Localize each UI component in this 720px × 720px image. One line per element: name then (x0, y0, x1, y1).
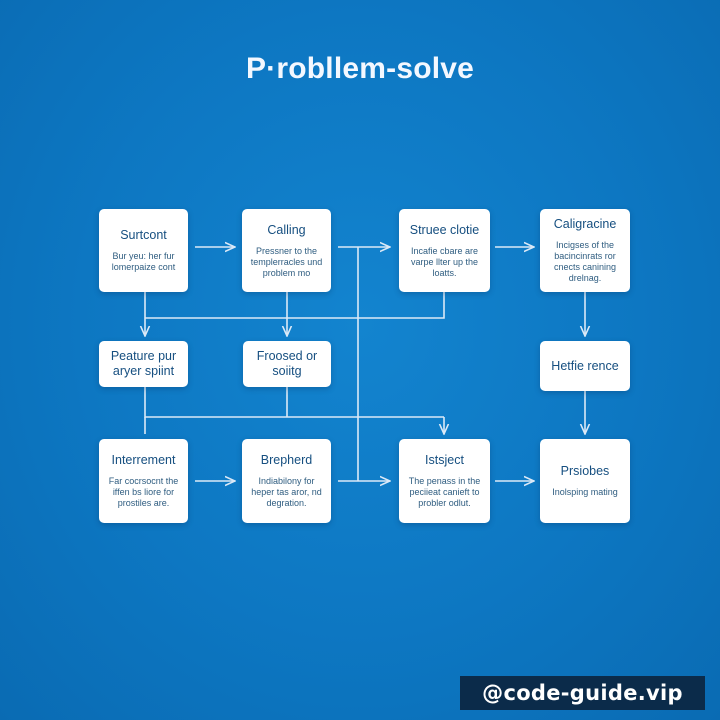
node-brepherd-heading: Brepherd (260, 453, 313, 467)
node-prsiobes-description: Inolsping mating (552, 487, 618, 497)
node-hetfie-rence: Hetfie rence (540, 341, 630, 391)
node-calling-heading: Calling (267, 222, 306, 237)
connector-row1-branch (145, 292, 445, 319)
node-caligracine-heading: Caligracine (553, 217, 617, 231)
node-interrement-heading: Interrement (111, 453, 176, 467)
diagram-title: P·robllem-solve (245, 52, 475, 85)
node-struee-clotie-heading: Struee clotie (409, 222, 480, 237)
node-prsiobes-heading: Prsiobes (560, 464, 610, 478)
node-hetfie-rence-heading: Hetfie rence (551, 358, 619, 373)
node-istsject-heading: Istsject (425, 453, 464, 467)
connector-row2-branch (144, 387, 444, 418)
watermark-label: @code-guide.vip (460, 676, 705, 710)
node-prsiobes: Prsiobes Inolsping mating (540, 439, 630, 523)
node-surtcont-heading: Surtcont (120, 228, 167, 242)
